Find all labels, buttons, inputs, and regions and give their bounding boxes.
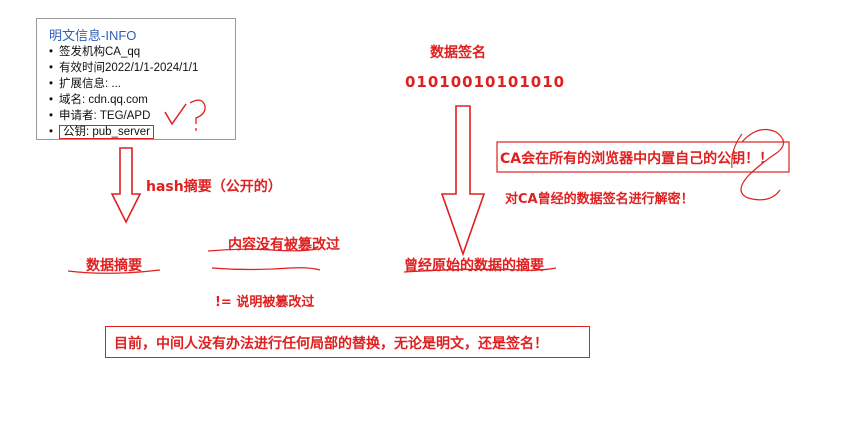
question-scribble <box>189 99 206 131</box>
bullet: • <box>49 46 54 58</box>
bullet: • <box>49 62 54 74</box>
ca-builtin-text: CA会在所有的浏览器中内置自己的公钥！！ <box>500 151 774 167</box>
cert-item-applicant: •申请者: TEG/APD <box>49 110 151 122</box>
bullet: • <box>49 110 54 122</box>
certificate-title: 明文信息-INFO <box>49 28 137 43</box>
decrypt-text: 对CA曾经的数据签名进行解密！ <box>505 192 694 207</box>
data-digest-label: 数据摘要 <box>86 258 142 274</box>
cert-item-public-key: •公钥: pub_server <box>49 123 154 139</box>
cert-item-issuer: •签发机构CA_qq <box>49 46 141 58</box>
equal-stroke-top <box>207 248 319 252</box>
ca-sentence-box <box>496 141 790 173</box>
swirl-scribble <box>740 129 785 201</box>
conclusion-box: 目前，中间人没有办法进行任何局部的替换，无论是明文，还是签名！ <box>105 326 590 358</box>
original-digest-label: 曾经原始的数据的摘要 <box>404 258 544 274</box>
bullet: • <box>49 126 54 138</box>
swirl-tail <box>731 133 743 169</box>
cert-item-validity: •有效时间2022/1/1-2024/1/1 <box>49 62 199 74</box>
cert-item-extension: •扩展信息: ... <box>49 78 121 90</box>
equal-stroke-bottom <box>211 267 321 271</box>
neq-tampered-label: != 说明被篡改过 <box>215 295 315 310</box>
original-digest-underline <box>403 267 557 273</box>
certificate-box: 明文信息-INFO •签发机构CA_qq •有效时间2022/1/1-2024/… <box>36 18 236 140</box>
checkmark-stroke <box>164 103 187 126</box>
bullet: • <box>49 78 54 90</box>
hash-summary-label: hash摘要（公开的） <box>146 179 282 195</box>
hash-down-arrow <box>110 147 142 224</box>
signature-bits: 01010010101010 <box>405 73 566 91</box>
conclusion-text: 目前，中间人没有办法进行任何局部的替换，无论是明文，还是签名！ <box>114 336 548 352</box>
cert-item-domain: •域名: cdn.qq.com <box>49 94 148 106</box>
not-tampered-label: 内容没有被篡改过 <box>228 237 340 253</box>
signature-title: 数据签名 <box>430 45 486 61</box>
bullet: • <box>49 94 54 106</box>
data-digest-underline <box>67 269 161 274</box>
signature-down-arrow <box>440 105 486 257</box>
